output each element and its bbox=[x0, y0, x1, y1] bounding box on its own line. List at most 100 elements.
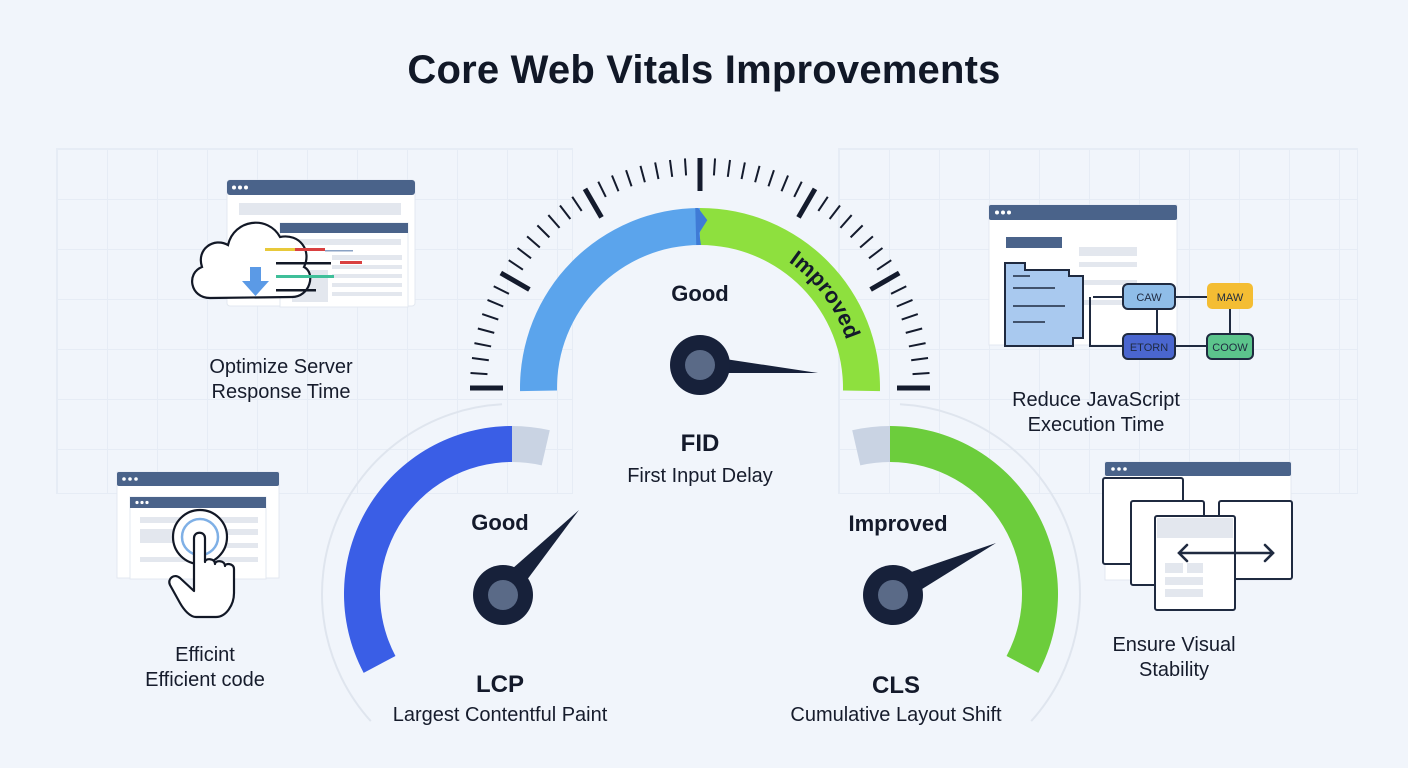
cls-hub-center bbox=[878, 580, 908, 610]
cls-name: Cumulative Layout Shift bbox=[790, 704, 1002, 726]
minor-tick bbox=[905, 327, 923, 334]
minor-tick bbox=[471, 356, 489, 362]
minor-tick bbox=[896, 299, 913, 308]
minor-tick bbox=[817, 196, 829, 212]
flow-node-etorn bbox=[1122, 333, 1176, 360]
code-file-icon bbox=[1004, 262, 1084, 347]
minor-tick bbox=[868, 247, 884, 260]
minor-tick bbox=[536, 224, 551, 239]
minor-tick bbox=[683, 158, 688, 176]
minor-tick bbox=[611, 175, 620, 192]
minor-tick bbox=[508, 259, 524, 271]
server-cloud-illustration bbox=[191, 179, 416, 308]
tip-stability-caption: Ensure Visual Stability bbox=[1074, 633, 1274, 683]
minor-tick bbox=[876, 259, 892, 271]
svg-text:COOW: COOW bbox=[1212, 342, 1248, 354]
minor-tick bbox=[654, 162, 660, 180]
tip-server-caption: Optimize Server Response Time bbox=[181, 355, 381, 405]
tip-code-caption: Efficint Efficient code bbox=[105, 643, 305, 693]
major-tick bbox=[869, 270, 901, 292]
minor-tick bbox=[712, 158, 717, 176]
major-tick bbox=[499, 270, 531, 292]
minor-tick bbox=[767, 169, 775, 187]
lcp-name: Largest Contentful Paint bbox=[392, 704, 608, 726]
lcp-arc-track bbox=[512, 426, 550, 466]
minor-tick bbox=[559, 204, 572, 220]
cloud-icon bbox=[191, 221, 312, 300]
minor-tick bbox=[780, 175, 789, 192]
flow-node-coow bbox=[1206, 333, 1254, 360]
minor-tick bbox=[493, 285, 510, 295]
lcp-hub-center bbox=[488, 580, 518, 610]
fid-arc-improved-segment bbox=[700, 208, 880, 392]
major-tick bbox=[796, 187, 818, 219]
fid-tick-marks bbox=[470, 158, 930, 391]
lcp-status: Good bbox=[471, 510, 529, 535]
lcp-outer-ring bbox=[321, 403, 503, 722]
minor-tick bbox=[487, 299, 504, 308]
visual-stability-illustration bbox=[1102, 461, 1293, 611]
major-tick bbox=[582, 187, 604, 219]
lcp-arc-value bbox=[343, 425, 512, 673]
fid-hub-center bbox=[685, 350, 715, 380]
minor-tick bbox=[526, 235, 541, 249]
javascript-flow-illustration: CAW MAW ETORN COOW bbox=[988, 204, 1254, 360]
minor-tick bbox=[474, 342, 492, 348]
svg-text:MAW: MAW bbox=[1217, 292, 1244, 304]
cls-status: Improved bbox=[848, 511, 948, 536]
tip-code-line2: Efficient code bbox=[145, 669, 265, 691]
fid-arc-good-segment bbox=[520, 208, 700, 392]
svg-text:ETORN: ETORN bbox=[1130, 342, 1168, 354]
fid-abbr: FID bbox=[680, 430, 720, 457]
cls-abbr: CLS bbox=[872, 672, 920, 699]
minor-tick bbox=[477, 327, 495, 334]
fid-name: First Input Delay bbox=[627, 465, 773, 487]
flow-node-caw bbox=[1122, 283, 1176, 310]
minor-tick bbox=[470, 371, 488, 376]
tip-javascript-line1: Reduce JavaScript bbox=[1012, 389, 1180, 411]
svg-text:CAW: CAW bbox=[1136, 292, 1162, 304]
minor-tick bbox=[754, 165, 761, 183]
page-title: Core Web Vitals Improvements bbox=[407, 48, 1001, 92]
minor-tick bbox=[859, 235, 874, 249]
minor-tick bbox=[908, 342, 926, 348]
tip-server-line2: Response Time bbox=[211, 381, 351, 403]
cls-arc-value bbox=[890, 426, 1058, 673]
cls-arc-track bbox=[852, 426, 890, 466]
minor-tick bbox=[828, 204, 841, 220]
efficient-code-illustration bbox=[116, 471, 280, 619]
minor-tick bbox=[740, 162, 746, 180]
minor-tick bbox=[547, 214, 561, 229]
fid-needle bbox=[712, 357, 818, 373]
minor-tick bbox=[911, 356, 929, 362]
minor-tick bbox=[668, 159, 674, 177]
minor-tick bbox=[597, 181, 607, 198]
minor-tick bbox=[639, 165, 646, 183]
pointer-hand-icon bbox=[168, 531, 236, 619]
tip-code-line1: Efficint bbox=[175, 644, 235, 666]
tip-stability-line1: Ensure Visual bbox=[1112, 634, 1236, 656]
tip-javascript-line2: Execution Time bbox=[1027, 414, 1165, 436]
minor-tick bbox=[849, 224, 864, 239]
lcp-abbr: LCP bbox=[476, 671, 524, 698]
minor-tick bbox=[571, 196, 583, 212]
minor-tick bbox=[481, 313, 499, 321]
minor-tick bbox=[890, 285, 907, 295]
minor-tick bbox=[516, 247, 532, 260]
tip-server-line1: Optimize Server bbox=[209, 356, 353, 378]
fid-status: Good bbox=[671, 281, 729, 306]
minor-tick bbox=[839, 214, 853, 229]
flow-node-maw bbox=[1207, 283, 1253, 309]
minor-tick bbox=[625, 169, 633, 187]
horizontal-arrows-icon bbox=[1177, 543, 1275, 563]
tip-javascript-caption: Reduce JavaScript Execution Time bbox=[996, 388, 1196, 438]
tip-stability-line2: Stability bbox=[1138, 659, 1210, 681]
minor-tick bbox=[912, 371, 930, 376]
minor-tick bbox=[901, 313, 919, 321]
fid-arc-divider bbox=[695, 208, 708, 246]
cls-outer-ring bbox=[899, 403, 1081, 722]
minor-tick bbox=[793, 181, 803, 198]
